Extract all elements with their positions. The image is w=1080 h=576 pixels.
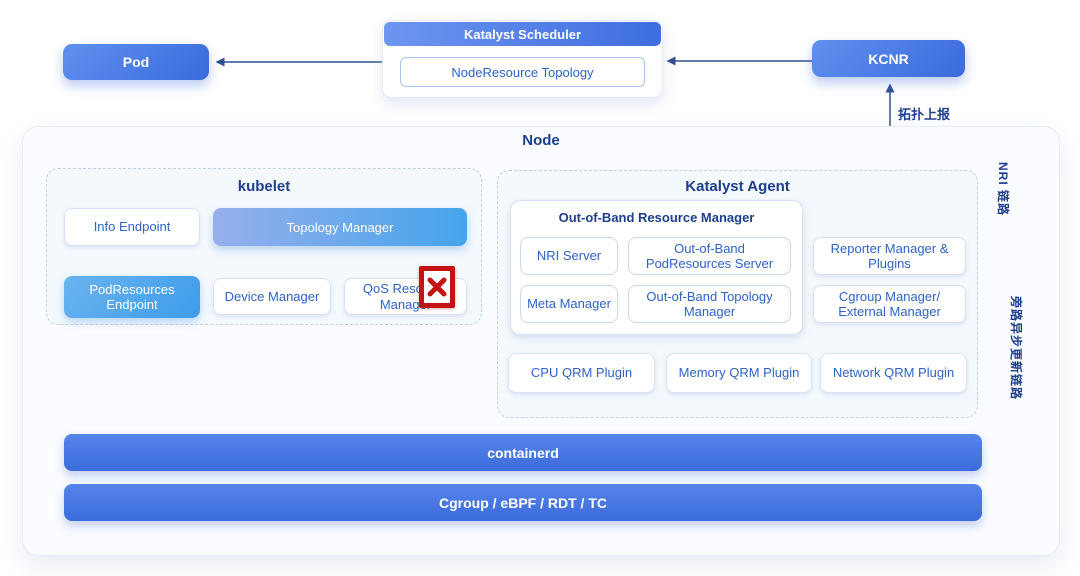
oob-podresources-server-box: Out-of-Band PodResources Server bbox=[628, 237, 791, 275]
info-endpoint-box: Info Endpoint bbox=[64, 208, 200, 246]
pod-label: Pod bbox=[122, 54, 150, 70]
katalyst-agent-title: Katalyst Agent bbox=[685, 178, 790, 195]
containerd-label: containerd bbox=[487, 444, 559, 461]
cgroup-manager-box: Cgroup Manager/ External Manager bbox=[813, 285, 966, 323]
nri-server-box: NRI Server bbox=[520, 237, 618, 275]
katalyst-scheduler-title: Katalyst Scheduler bbox=[463, 26, 582, 42]
memory-qrm-plugin-box: Memory QRM Plugin bbox=[666, 353, 812, 393]
kcnr-label: KCNR bbox=[868, 50, 909, 67]
device-manager-label: Device Manager bbox=[224, 288, 320, 304]
podresources-endpoint-label: PodResources Endpoint bbox=[89, 281, 175, 312]
reporter-manager-box: Reporter Manager & Plugins bbox=[813, 237, 966, 275]
cgroup-ebpf-rdt-tc-label: Cgroup / eBPF / RDT / TC bbox=[439, 494, 607, 511]
topology-manager-box: Topology Manager bbox=[213, 208, 467, 246]
kubelet-title: kubelet bbox=[237, 178, 291, 195]
containerd-bar: containerd bbox=[64, 434, 982, 471]
device-manager-box: Device Manager bbox=[213, 278, 331, 315]
cgroup-ebpf-rdt-tc-bar: Cgroup / eBPF / RDT / TC bbox=[64, 484, 982, 521]
network-qrm-plugin-box: Network QRM Plugin bbox=[820, 353, 967, 393]
cpu-qrm-plugin-box: CPU QRM Plugin bbox=[508, 353, 655, 393]
noderesource-topology-box: NodeResource Topology bbox=[400, 57, 645, 87]
oob-topology-manager-label: Out-of-Band Topology Manager bbox=[646, 288, 773, 319]
pod-node: Pod bbox=[63, 44, 209, 80]
podresources-endpoint-box: PodResources Endpoint bbox=[64, 276, 200, 318]
node-title: Node bbox=[522, 132, 560, 149]
oob-podresources-server-label: Out-of-Band PodResources Server bbox=[645, 240, 774, 271]
qos-manager-rejected-box bbox=[419, 266, 455, 308]
nri-link-label: NRI 链路 bbox=[996, 162, 1010, 217]
info-endpoint-label: Info Endpoint bbox=[93, 219, 171, 235]
cpu-qrm-plugin-label: CPU QRM Plugin bbox=[530, 365, 633, 381]
reporter-manager-label: Reporter Manager & Plugins bbox=[830, 240, 949, 271]
cgroup-manager-label: Cgroup Manager/ External Manager bbox=[838, 288, 941, 319]
kcnr-node: KCNR bbox=[812, 40, 965, 77]
meta-manager-label: Meta Manager bbox=[527, 296, 611, 312]
bypass-link-label: 旁路异步更新链路 bbox=[1009, 296, 1023, 401]
topology-report-label: 拓扑上报 bbox=[898, 107, 951, 122]
rejected-x-icon bbox=[427, 277, 447, 297]
meta-manager-box: Meta Manager bbox=[520, 285, 618, 323]
topology-manager-label: Topology Manager bbox=[286, 219, 394, 235]
katalyst-scheduler-header: Katalyst Scheduler bbox=[384, 22, 661, 46]
memory-qrm-plugin-label: Memory QRM Plugin bbox=[678, 365, 800, 381]
oob-topology-manager-box: Out-of-Band Topology Manager bbox=[628, 285, 791, 323]
noderesource-topology-label: NodeResource Topology bbox=[451, 64, 594, 80]
nri-server-label: NRI Server bbox=[536, 248, 602, 264]
network-qrm-plugin-label: Network QRM Plugin bbox=[832, 365, 955, 381]
oorm-title: Out-of-Band Resource Manager bbox=[558, 210, 755, 225]
